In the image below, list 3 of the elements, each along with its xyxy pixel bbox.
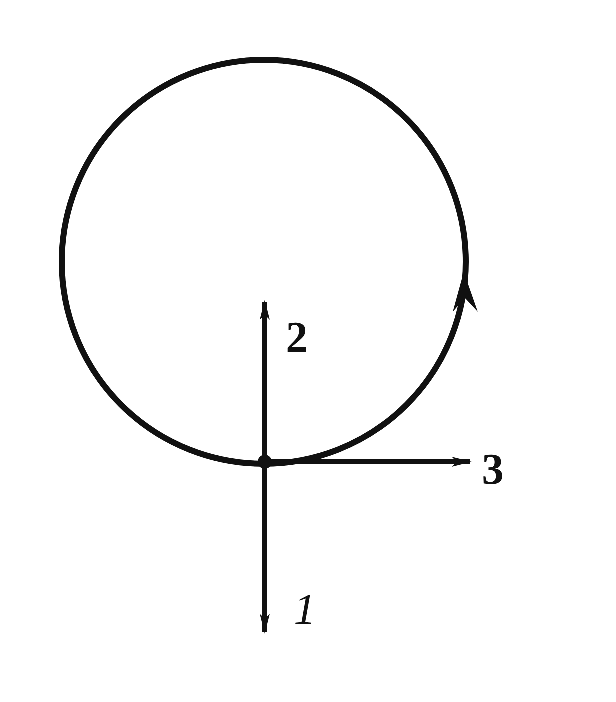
vector-number: 1 [294,588,316,632]
vector-number: 3 [482,448,504,492]
vector-number: 2 [286,316,308,360]
